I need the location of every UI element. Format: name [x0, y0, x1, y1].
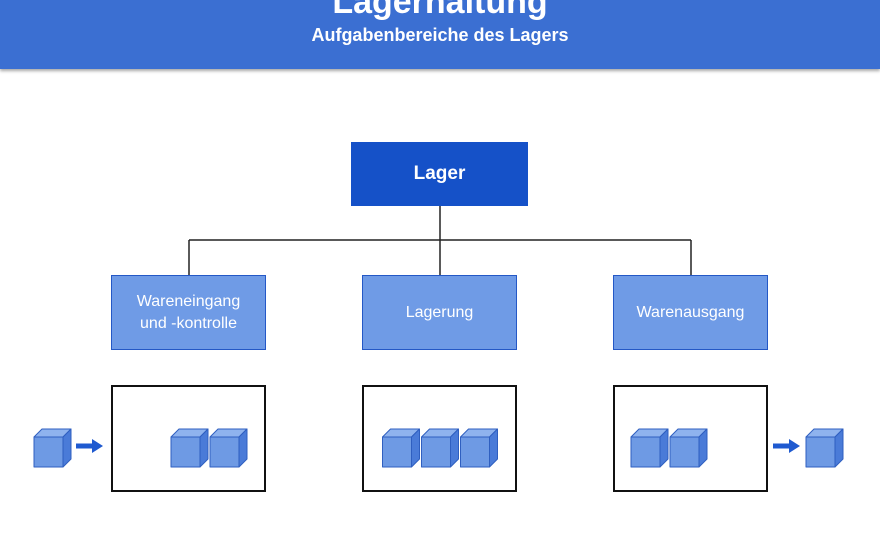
outgoing-arrow-icon	[773, 439, 800, 453]
incoming-package-cube-icon	[33, 428, 72, 468]
node-wareneingang: Wareneingang und -kontrolle	[111, 275, 266, 350]
stock-package-cube-icon	[382, 428, 420, 468]
page-title: Lagerhaltung	[332, 0, 548, 21]
node-warenausgang: Warenausgang	[613, 275, 768, 350]
outgoing-package-cube-icon	[805, 428, 844, 468]
stock-package-cube-icon	[460, 428, 498, 468]
incoming-arrow-icon	[76, 439, 103, 453]
stock-package-cube-icon	[669, 428, 708, 468]
node-lagerung: Lagerung	[362, 275, 517, 350]
root-node-label: Lager	[413, 163, 466, 184]
node-label: Wareneingang und -kontrolle	[136, 292, 241, 332]
node-label: Lagerung	[405, 303, 474, 321]
page-subtitle: Aufgabenbereiche des Lagers	[311, 25, 569, 45]
stock-package-cube-icon	[421, 428, 459, 468]
title-banner: Lagerhaltung Aufgabenbereiche des Lagers	[0, 0, 880, 69]
stock-package-cube-icon	[209, 428, 248, 468]
root-node-lager: Lager	[351, 142, 528, 206]
stock-package-cube-icon	[170, 428, 209, 468]
stock-package-cube-icon	[630, 428, 669, 468]
node-label: Warenausgang	[636, 303, 745, 321]
